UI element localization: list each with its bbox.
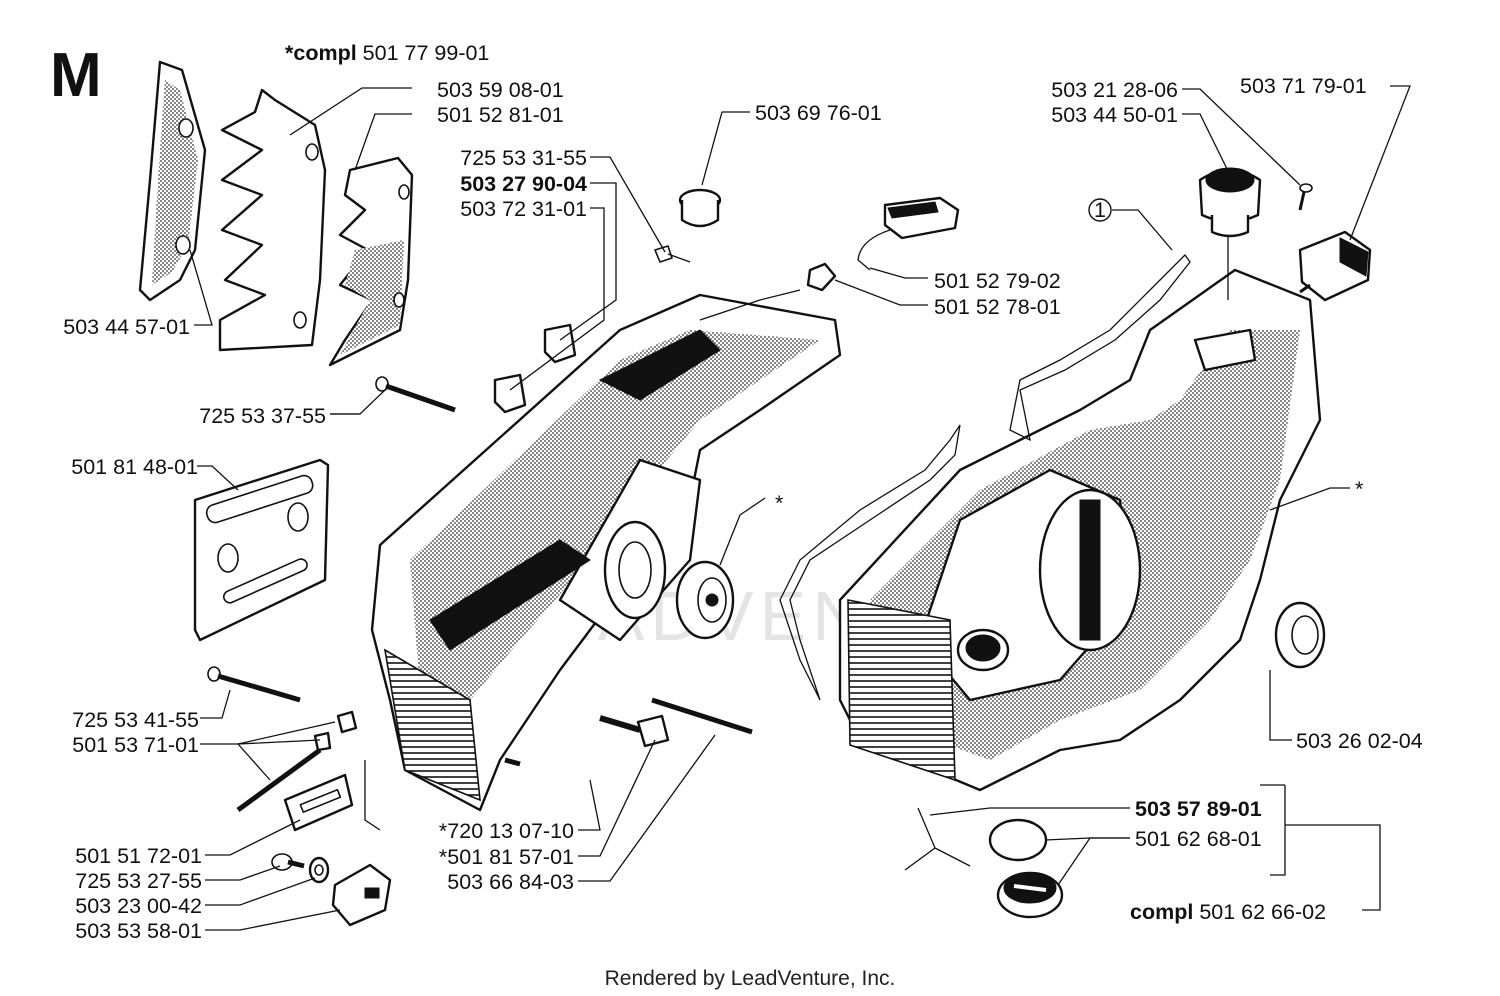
- bearing-drawing: [675, 560, 735, 640]
- adjusting-screw-501-81-57-01-drawing: [599, 714, 670, 748]
- label-503-44-57-01[interactable]: 503 44 57-01: [63, 315, 190, 339]
- label-compl-fuel-cap[interactable]: compl 501 62 66-02: [1130, 900, 1326, 924]
- washer-503-23-00-42-drawing: [308, 856, 330, 884]
- label-725-53-37-55[interactable]: 725 53 37-55: [199, 404, 326, 428]
- label-725-53-27-55[interactable]: 725 53 27-55: [75, 869, 202, 893]
- right-crankcase-drawing: [838, 268, 1322, 792]
- label-503-66-84-03[interactable]: 503 66 84-03: [447, 870, 574, 894]
- callout-1-label[interactable]: 1: [1094, 198, 1106, 222]
- tank-cap-drawing: [1198, 167, 1262, 238]
- leader-lines: [189, 85, 1411, 931]
- label-compl-chain-guard[interactable]: *compl 501 77 99-01: [285, 41, 489, 65]
- star-label-right: *: [1355, 477, 1364, 501]
- label-503-23-00-42[interactable]: 503 23 00-42: [75, 894, 202, 918]
- bolt-725-53-27-55-drawing: [271, 853, 305, 871]
- label-501-52-81-01[interactable]: 501 52 81-01: [437, 103, 564, 127]
- label-501-81-48-01[interactable]: 501 81 48-01: [71, 455, 198, 479]
- stop-switch-drawing: [1298, 230, 1372, 302]
- screw-725-53-37-55-drawing: [375, 376, 456, 413]
- label-725-53-41-55[interactable]: 725 53 41-55: [72, 708, 199, 732]
- label-503-44-50-01[interactable]: 503 44 50-01: [1051, 103, 1178, 127]
- label-503-26-02-04[interactable]: 503 26 02-04: [1296, 729, 1423, 753]
- gasket-callout-1-drawing: [1009, 253, 1191, 442]
- label-503-72-31-01[interactable]: 503 72 31-01: [460, 197, 587, 221]
- bolt-725-53-41-55-drawing: [207, 666, 301, 703]
- nut-501-52-78-01-drawing: [806, 262, 837, 292]
- cap-retainer-wire-drawing: [904, 807, 971, 871]
- small-screw-drawing: [1298, 183, 1313, 211]
- label-501-81-57-01[interactable]: *501 81 57-01: [439, 845, 574, 869]
- screw-725-53-31-55-drawing: [654, 245, 691, 263]
- section-letter: M: [50, 41, 102, 110]
- label-503-71-79-01[interactable]: 503 71 79-01: [1240, 74, 1367, 98]
- star-label-left: *: [775, 491, 784, 515]
- gasket-drawing: [779, 424, 961, 701]
- label-503-59-08-01[interactable]: 503 59 08-01: [437, 78, 564, 102]
- switch-terminal-drawing: [857, 196, 960, 271]
- label-503-27-90-04[interactable]: 503 27 90-04: [460, 172, 587, 196]
- callout-1-circle: [1088, 198, 1112, 222]
- label-501-53-71-01[interactable]: 501 53 71-01: [72, 733, 199, 757]
- label-725-53-31-55[interactable]: 725 53 31-55: [460, 146, 587, 170]
- label-720-13-07-10[interactable]: *720 13 07-10: [439, 819, 574, 843]
- label-501-52-79-02[interactable]: 501 52 79-02: [934, 269, 1061, 293]
- part-labels: *compl 501 77 99-01 503 59 08-01 501 52 …: [63, 41, 1422, 943]
- pin-720-13-07-10-drawing: [504, 757, 521, 767]
- guide-503-53-58-01-drawing: [331, 863, 392, 927]
- label-501-62-68-01[interactable]: 501 62 68-01: [1135, 827, 1262, 851]
- label-503-57-89-01[interactable]: 503 57 89-01: [1135, 797, 1262, 821]
- label-501-52-78-01[interactable]: 501 52 78-01: [934, 295, 1061, 319]
- bar-stud-503-66-84-03-drawing: [651, 697, 753, 735]
- fuel-cap-drawing: [996, 871, 1064, 919]
- spiked-plate-drawing: [328, 156, 414, 367]
- label-503-21-28-06[interactable]: 503 21 28-06: [1051, 78, 1178, 102]
- label-503-69-76-01[interactable]: 503 69 76-01: [755, 101, 882, 125]
- grommet-drawing: [678, 188, 722, 228]
- label-503-53-58-01[interactable]: 503 53 58-01: [75, 919, 202, 943]
- chain-tensioner-nut-drawing: [236, 710, 358, 813]
- spiked-bumper-drawing: [218, 88, 327, 352]
- bar-plate-drawing: [193, 458, 330, 642]
- left-crankcase-drawing: [370, 293, 842, 812]
- tensioner-block-drawing: [283, 773, 354, 832]
- label-501-51-72-01[interactable]: 501 51 72-01: [75, 844, 202, 868]
- chain-catcher-plate-drawing: [138, 60, 207, 302]
- footer-credit: Rendered by LeadVenture, Inc.: [605, 967, 896, 990]
- cap-seal-drawing: [988, 818, 1048, 862]
- seal-ring-drawing: [1274, 601, 1326, 669]
